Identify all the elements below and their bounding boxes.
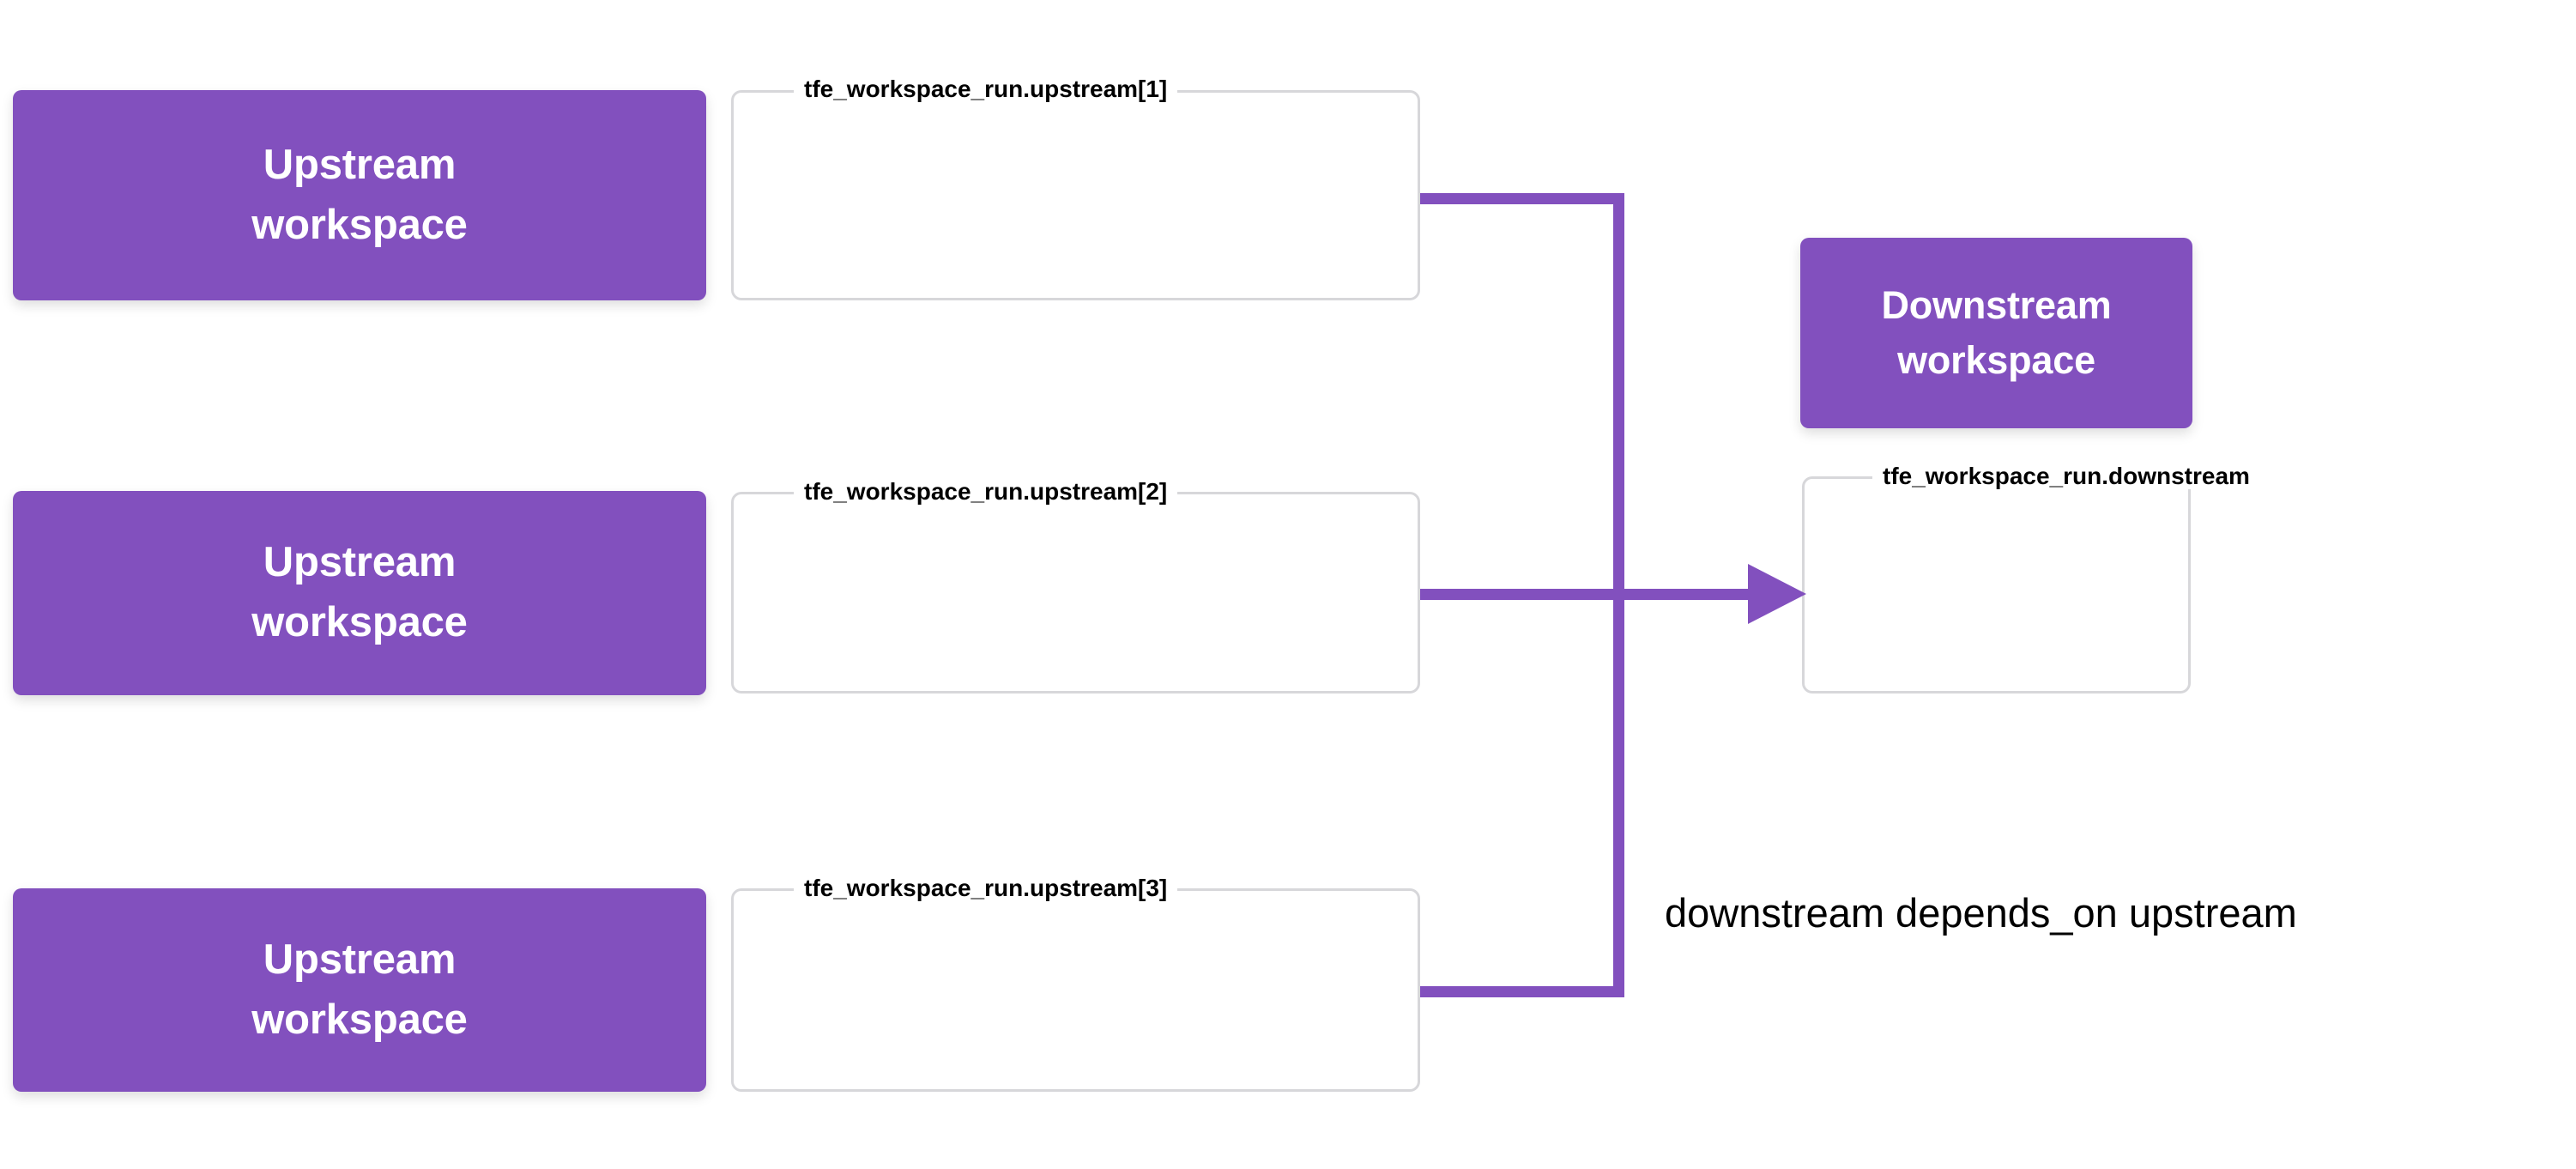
resource-label-upstream-2: tfe_workspace_run.upstream[2] [794, 479, 1178, 505]
resource-group-upstream-3 [731, 888, 1420, 1092]
downstream-workspace-card: Downstream workspace [1800, 238, 2192, 428]
edge-feeder-segment-2 [1420, 589, 1624, 600]
upstream-card-1-line2: workspace [251, 201, 468, 248]
upstream-workspace-card-1: Upstream workspace [13, 90, 706, 300]
edge-vertical-spine [1613, 193, 1624, 997]
edge-feeder-segment-3 [1420, 986, 1624, 997]
upstream-workspace-card-2: Upstream workspace [13, 491, 706, 695]
upstream-card-2-line1: Upstream [263, 539, 457, 586]
resource-group-downstream [1802, 476, 2191, 694]
resource-label-upstream-1: tfe_workspace_run.upstream[1] [794, 76, 1178, 102]
upstream-card-3-line1: Upstream [263, 936, 457, 983]
edge-arrowhead-icon [1748, 564, 1806, 624]
upstream-card-1-line1: Upstream [263, 141, 457, 188]
upstream-card-2-line2: workspace [251, 599, 468, 645]
resource-group-upstream-1 [731, 90, 1420, 300]
upstream-card-3-line2: workspace [251, 996, 468, 1043]
downstream-card-line1: Downstream [1881, 283, 2112, 328]
resource-group-upstream-2 [731, 492, 1420, 694]
resource-label-upstream-3: tfe_workspace_run.upstream[3] [794, 875, 1178, 901]
downstream-card-line2: workspace [1897, 338, 2095, 382]
dependency-caption: downstream depends_on upstream [1665, 890, 2297, 936]
resource-label-downstream: tfe_workspace_run.downstream [1872, 463, 2260, 489]
edge-feeder-segment-1 [1420, 193, 1624, 204]
upstream-workspace-card-3: Upstream workspace [13, 888, 706, 1092]
edge-arrow-shaft [1619, 589, 1772, 600]
